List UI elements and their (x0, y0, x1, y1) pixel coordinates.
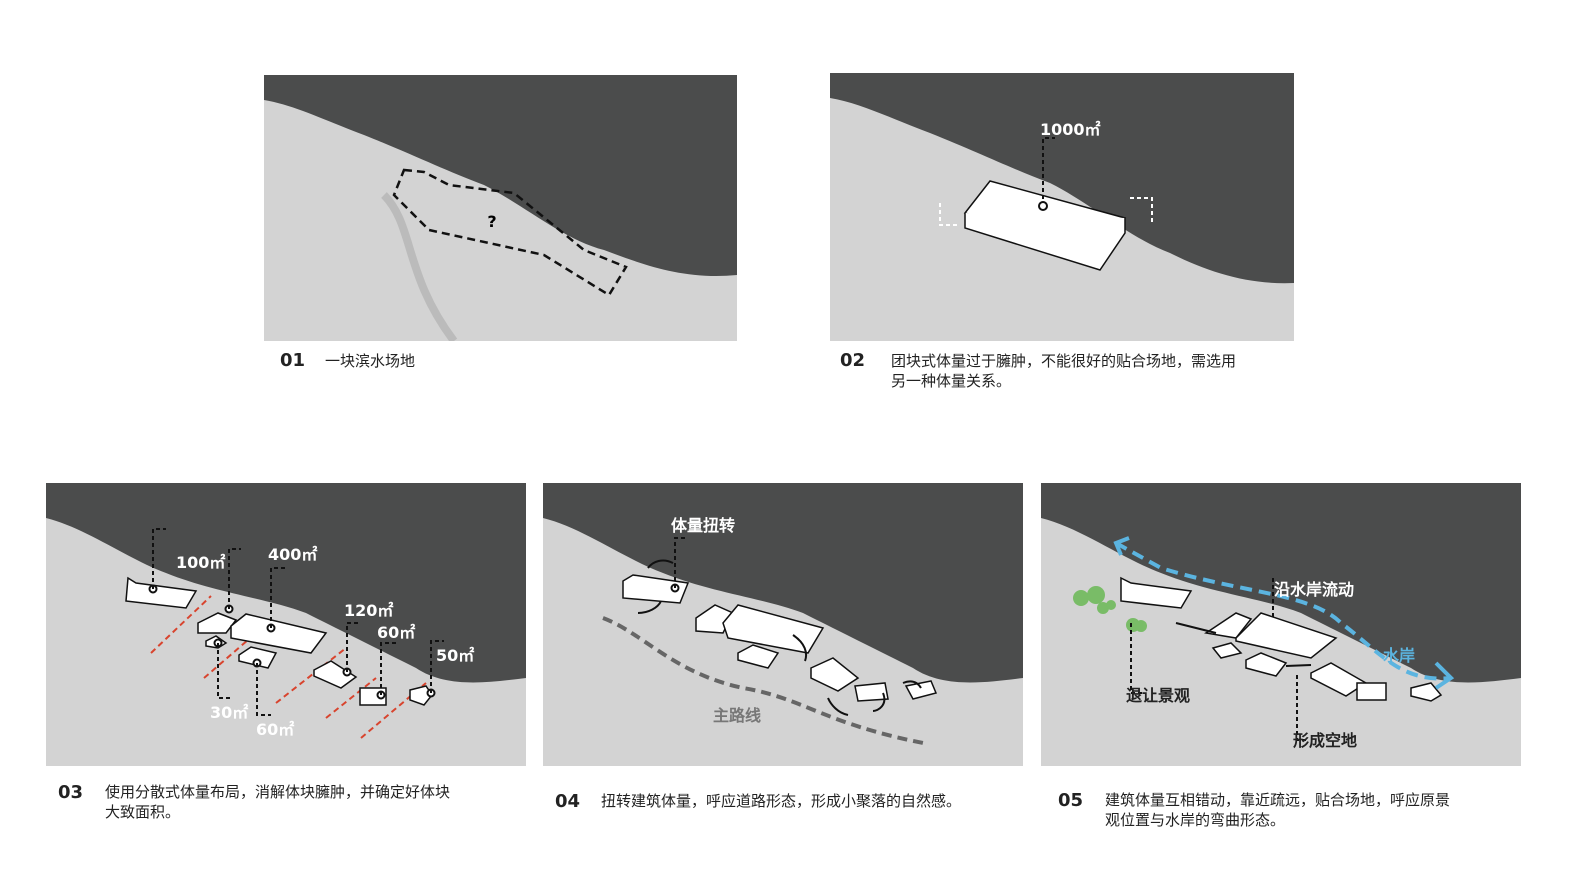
caption-line: 另一种体量关系。 (891, 372, 1012, 390)
water-area (46, 483, 526, 683)
area-label: 60㎡ (256, 720, 294, 739)
area-label: 120㎡ (344, 601, 393, 620)
water-area (543, 483, 1023, 683)
caption-line: 观位置与水岸的弯曲形态。 (1105, 811, 1286, 829)
diagram-panel-04: 体量扭转 主路线 (543, 483, 1023, 766)
landscape-setback-label: 退让景观 (1126, 686, 1190, 705)
step-caption: 使用分散式体量布局，消解体块臃肿，并确定好体块大致面积。 (105, 782, 450, 822)
step-caption: 扭转建筑体量，呼应道路形态，形成小聚落的自然感。 (601, 792, 962, 810)
waterfront-label: 水岸 (1383, 646, 1415, 665)
water-area (264, 75, 737, 276)
waterfront-diagram: 沿水岸流动 水岸 退让景观 形成空地 (1041, 483, 1521, 766)
open-space-label: 形成空地 (1293, 731, 1357, 750)
area-label: 400㎡ (268, 545, 317, 564)
caption-line: 使用分散式体量布局，消解体块臃肿，并确定好体块 (105, 783, 451, 801)
diagram-panel-03: 100㎡ 400㎡ 120㎡ 60㎡ 50㎡ 30㎡ 60㎡ (46, 483, 526, 766)
caption-line: 团块式体量过于臃肿，不能很好的贴合场地，需选用 (891, 352, 1237, 370)
main-route-label: 主路线 (713, 706, 761, 725)
step-caption: 团块式体量过于臃肿，不能很好的贴合场地，需选用另一种体量关系。 (891, 351, 1236, 391)
water-area (830, 73, 1294, 284)
area-diagram: 100㎡ 400㎡ 120㎡ 60㎡ 50㎡ 30㎡ 60㎡ (46, 483, 526, 766)
area-label: 100㎡ (176, 553, 225, 572)
step-number: 02 (840, 350, 866, 371)
area-label: 30㎡ (210, 703, 248, 722)
step-number: 05 (1058, 790, 1084, 811)
site-diagram: ? (264, 75, 737, 341)
road (381, 192, 458, 341)
step-number: 03 (58, 782, 84, 803)
mass-diagram: 1000㎡ (830, 73, 1294, 341)
water-area (1041, 483, 1521, 683)
site-boundary (392, 168, 628, 297)
area-label: 60㎡ (377, 623, 415, 642)
step-number: 04 (555, 791, 581, 812)
caption-line: 大致面积。 (105, 803, 181, 821)
step-caption: 建筑体量互相错动，靠近疏远，贴合场地，呼应原景观位置与水岸的弯曲形态。 (1105, 790, 1450, 830)
diagram-panel-05: 沿水岸流动 水岸 退让景观 形成空地 (1041, 483, 1521, 766)
trees (1073, 586, 1147, 632)
diagram-panel-01: ? (264, 75, 737, 341)
caption-line: 建筑体量互相错动，靠近疏远，贴合场地，呼应原景 (1105, 791, 1451, 809)
area-label: 50㎡ (436, 646, 474, 665)
diagram-panel-02: 1000㎡ (830, 73, 1294, 341)
step-caption: 一块滨水场地 (325, 352, 416, 370)
rotation-diagram: 体量扭转 主路线 (543, 483, 1023, 766)
waterfront-flow-arrow (1115, 541, 1452, 681)
flow-label: 沿水岸流动 (1274, 580, 1354, 599)
main-route-arrow (602, 616, 924, 745)
question-mark-label: ? (487, 212, 496, 231)
area-label: 1000㎡ (1040, 120, 1101, 139)
step-number: 01 (280, 350, 306, 371)
rotation-label: 体量扭转 (671, 516, 735, 535)
